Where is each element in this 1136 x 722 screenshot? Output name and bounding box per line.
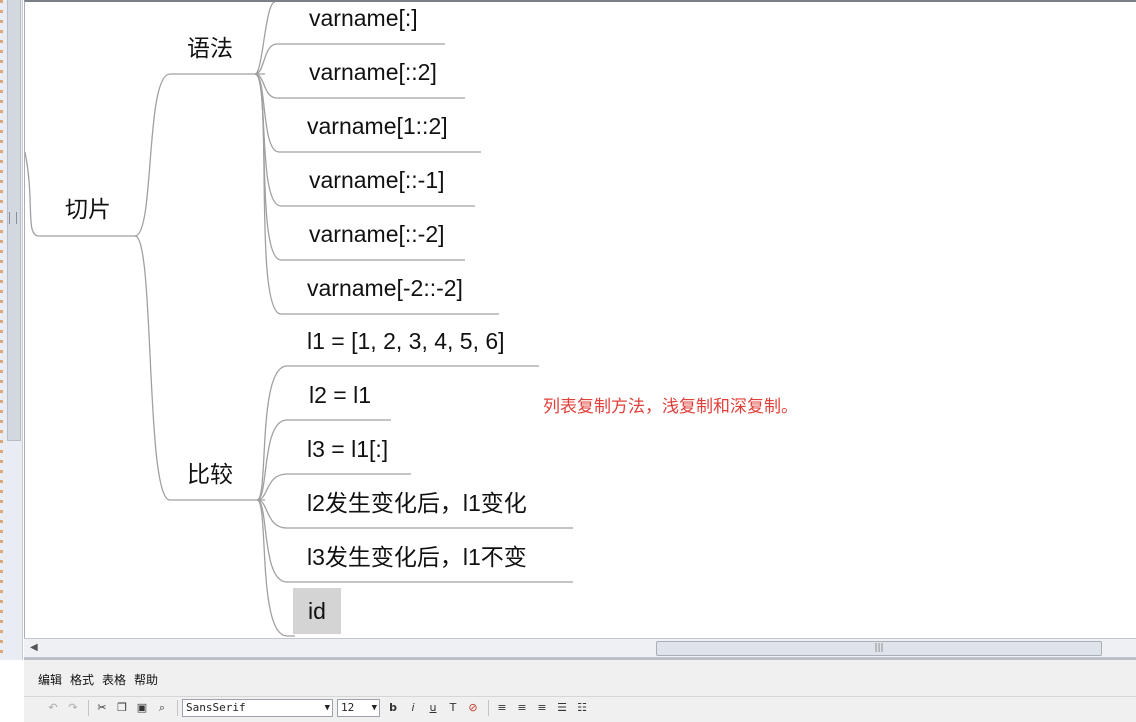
remove-format-icon[interactable]: ⊘ xyxy=(468,701,478,714)
align-center-icon[interactable]: ≡ xyxy=(517,701,527,714)
menu-help[interactable]: 帮助 xyxy=(134,673,159,687)
bullet-list-icon[interactable]: ☰ xyxy=(557,701,567,714)
editor-toolbar: ↶ ↷ ✂ ❐ ▣ ⌕ SansSerif ▼ 12 ▼ b i u T ⊘ ≡… xyxy=(24,696,1136,719)
syntax-item[interactable]: varname[::-2] xyxy=(309,221,445,247)
grip-handle-icon[interactable] xyxy=(9,212,17,224)
font-size-value: 12 xyxy=(341,701,355,714)
compare-item[interactable]: l1 = [1, 2, 3, 4, 5, 6] xyxy=(307,328,505,354)
editor-menubar: 编辑 格式 表格 帮助 xyxy=(24,670,160,690)
text-color-icon[interactable]: T xyxy=(449,701,457,714)
toolbar-separator xyxy=(488,700,489,716)
menu-table[interactable]: 表格 xyxy=(102,673,127,687)
align-right-icon[interactable]: ≡ xyxy=(537,701,547,714)
italic-button[interactable]: i xyxy=(411,701,415,714)
underline-button[interactable]: u xyxy=(429,701,437,714)
toolbar-separator xyxy=(177,700,178,716)
bold-button[interactable]: b xyxy=(389,701,397,714)
side-markers xyxy=(0,0,3,660)
compare-item[interactable]: l2发生变化后，l1变化 xyxy=(307,490,527,516)
chevron-down-icon: ▼ xyxy=(371,703,377,713)
compare-item[interactable]: l2 = l1 xyxy=(309,382,372,408)
left-side-panel xyxy=(0,0,23,660)
syntax-item[interactable]: varname[::-1] xyxy=(309,167,445,193)
compare-item[interactable]: l3 = l1[:] xyxy=(307,436,389,462)
undo-icon[interactable]: ↶ xyxy=(48,701,58,714)
syntax-item[interactable]: varname[::2] xyxy=(309,59,437,85)
note-editor-panel: 编辑 格式 表格 帮助 ↶ ↷ ✂ ❐ ▣ ⌕ SansSerif ▼ 12 ▼… xyxy=(24,658,1136,722)
scroll-left-arrow-icon[interactable]: ◀ xyxy=(30,642,38,653)
syntax-item[interactable]: varname[-2::-2] xyxy=(307,275,463,301)
chevron-down-icon: ▼ xyxy=(324,703,330,713)
font-family-value: SansSerif xyxy=(186,701,246,714)
annotation-note: 列表复制方法，浅复制和深复制。 xyxy=(543,397,798,417)
branch-compare[interactable]: 比较 xyxy=(187,462,233,488)
menu-edit[interactable]: 编辑 xyxy=(38,673,63,687)
branch-syntax[interactable]: 语法 xyxy=(187,36,233,62)
font-family-select[interactable]: SansSerif ▼ xyxy=(182,699,333,717)
menu-format[interactable]: 格式 xyxy=(70,673,95,687)
cut-icon[interactable]: ✂ xyxy=(97,701,107,714)
syntax-item[interactable]: varname[1::2] xyxy=(307,113,448,139)
horizontal-scrollbar[interactable]: ◀ ||| xyxy=(24,638,1136,658)
toolbar-separator xyxy=(88,700,89,716)
root-topic[interactable]: 切片 xyxy=(65,197,111,223)
compare-item-selected[interactable]: id xyxy=(293,588,341,634)
copy-icon[interactable]: ❐ xyxy=(117,701,127,714)
scrollbar-thumb[interactable]: ||| xyxy=(656,641,1102,656)
mindmap-connectors xyxy=(25,2,573,637)
font-size-select[interactable]: 12 ▼ xyxy=(337,699,380,717)
numbered-list-icon[interactable]: ☷ xyxy=(577,701,587,714)
mindmap-canvas[interactable]: 切片 语法 比较 varname[:] varname[::2] varname… xyxy=(24,0,1136,640)
compare-item[interactable]: l3发生变化后，l1不变 xyxy=(307,544,527,570)
syntax-item[interactable]: varname[:] xyxy=(309,5,418,31)
vertical-scrollbar[interactable] xyxy=(7,0,21,441)
redo-icon[interactable]: ↷ xyxy=(68,701,78,714)
align-left-icon[interactable]: ≡ xyxy=(497,701,507,714)
paste-icon[interactable]: ▣ xyxy=(136,701,148,714)
find-icon[interactable]: ⌕ xyxy=(158,701,166,714)
